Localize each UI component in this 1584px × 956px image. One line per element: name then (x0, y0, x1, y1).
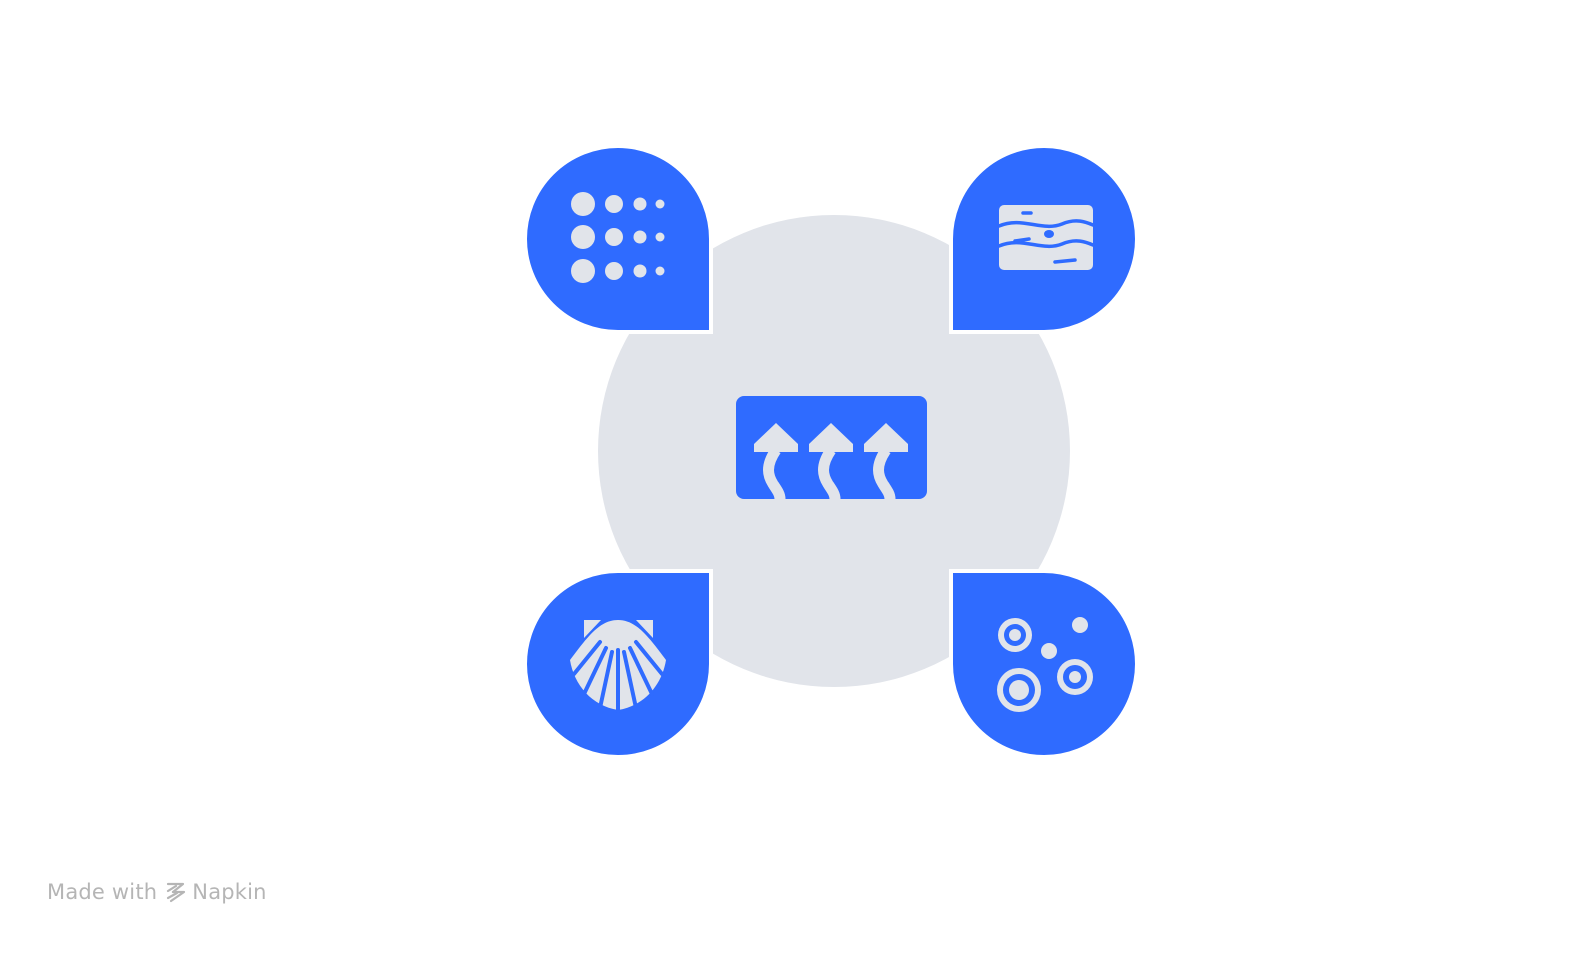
watermark-brand: Napkin (192, 880, 267, 904)
dot-grid-icon (571, 192, 665, 283)
node-top-right (949, 144, 1139, 334)
made-with-napkin-watermark: Made with Napkin (47, 876, 267, 908)
napkin-logo-icon (167, 882, 186, 903)
layered-waves-icon (997, 205, 1095, 270)
bubbles-icon (997, 617, 1093, 712)
node-bottom-left (523, 569, 713, 759)
node-bottom-right (949, 569, 1139, 759)
watermark-prefix: Made with (47, 880, 158, 904)
rising-heat-arrows-icon (736, 396, 927, 500)
node-top-left (523, 144, 713, 334)
